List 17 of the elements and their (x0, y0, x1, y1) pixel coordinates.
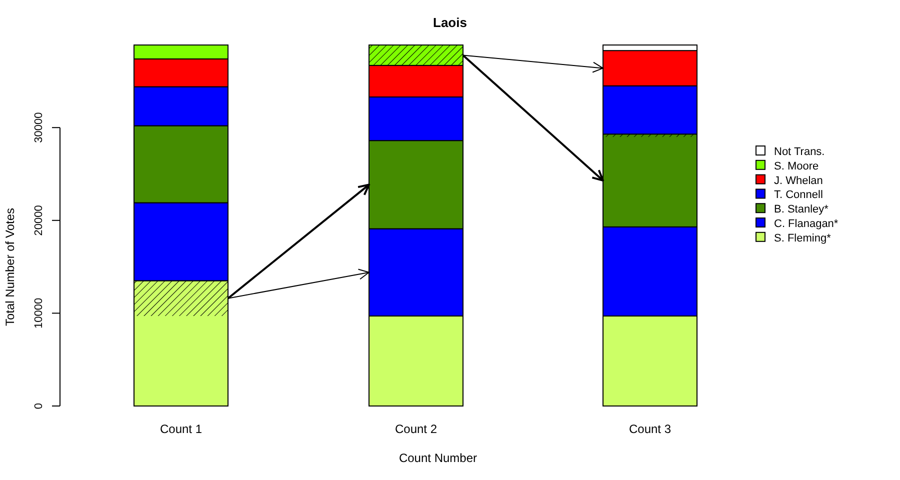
tick-label: 10000 (33, 298, 45, 328)
category-label: Count 1 (160, 422, 202, 436)
chart-title: Laois (433, 15, 467, 30)
tick-label: 30000 (33, 112, 45, 143)
legend-label: B. Stanley* (774, 204, 828, 216)
axis-title: Count Number (398, 451, 478, 465)
legend-label: Not Trans. (774, 146, 825, 158)
legend-label: S. Moore (774, 160, 819, 172)
category-label: Count 2 (394, 422, 438, 436)
tick-label: 20000 (33, 205, 45, 236)
legend-label: T. Connell (774, 189, 823, 202)
legend-label: J. Whelan (774, 174, 823, 187)
legend-label: C. Flanagan* (774, 218, 838, 230)
axis-title: Total Number of Votes (3, 208, 17, 326)
tick-label: 0 (33, 402, 45, 410)
category-label: Count 3 (628, 422, 672, 436)
legend-label: S. Fleming* (774, 232, 831, 244)
